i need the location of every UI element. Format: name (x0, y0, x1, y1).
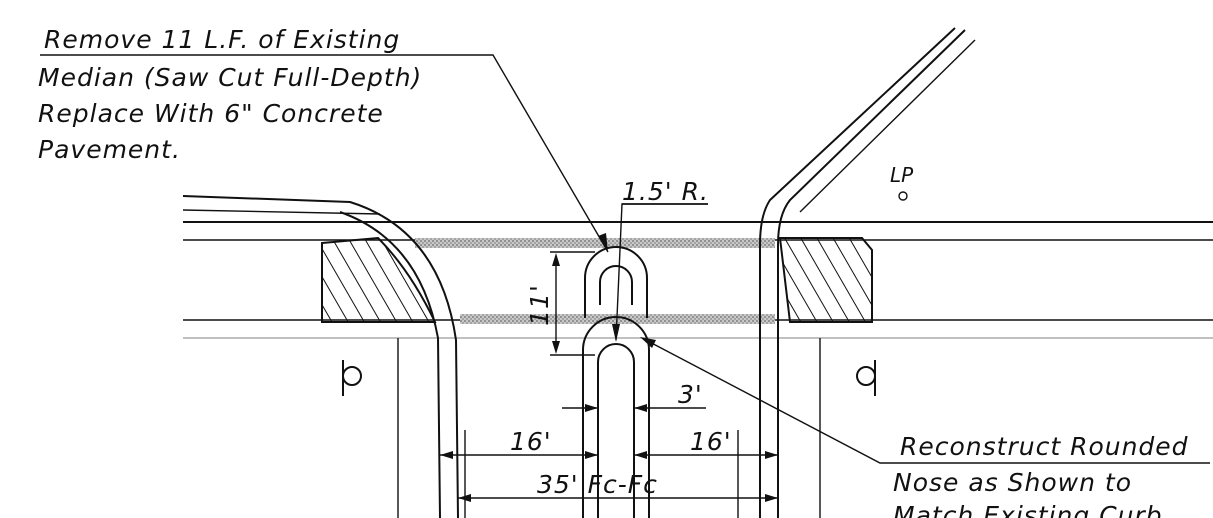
note-reconstruct-nose: Reconstruct Rounded Nose as Shown to Mat… (893, 432, 1189, 518)
median-nose-inner-upper (599, 265, 633, 305)
dimension-total-width-label: 35' Fc-Fc (537, 470, 658, 499)
note-reconstruct-line-1: Reconstruct Rounded (900, 432, 1189, 461)
light-pole-icon (898, 191, 908, 201)
note-remove-median: Remove 11 L.F. of Existing Median (Saw C… (38, 25, 422, 164)
light-pole-label: LP (890, 163, 914, 187)
existing-median-hatch (321, 236, 873, 323)
median-nose-outer-upper (584, 246, 648, 318)
leader-remove-median (40, 54, 609, 253)
leader-arrowhead-reconstruct (640, 337, 656, 348)
dimension-right-width-label: 16' (690, 427, 732, 456)
curb-return-right-outer (777, 29, 966, 518)
leader-arrowhead-remove (598, 233, 608, 252)
note-reconstruct-line-3: Match Existing Curb (893, 501, 1163, 518)
note-remove-line-4: Pavement. (38, 135, 181, 164)
median-nose-inner-lower (597, 343, 635, 518)
curb-return-left (182, 195, 466, 518)
curb-return-left-inner (339, 211, 441, 518)
note-remove-line-2: Median (Saw Cut Full-Depth) (38, 63, 422, 92)
leader-reconstruct-nose (641, 337, 1210, 464)
note-remove-line-1: Remove 11 L.F. of Existing (44, 25, 400, 54)
dimension-widths (440, 451, 778, 459)
dimension-total-width (458, 494, 778, 502)
saw-cut-bands (415, 238, 775, 324)
dimension-left-width-label: 16' (510, 427, 552, 456)
dimension-gap (562, 404, 706, 412)
saw-cut-band-upper (415, 238, 775, 248)
centerline-marker-right (856, 360, 876, 396)
note-reconstruct-line-2: Nose as Shown to (893, 468, 1132, 497)
note-remove-line-3: Replace With 6" Concrete (38, 99, 384, 128)
hatch-area-right (778, 237, 873, 323)
radius-label: 1.5' R. (622, 177, 709, 206)
dimension-length-label: 11' (525, 284, 554, 326)
leader-arrowhead-radius (612, 324, 620, 342)
road-edge-top-left (182, 209, 381, 215)
dimension-gap-label: 3' (678, 380, 703, 409)
curb-return-right-inner (759, 27, 956, 518)
median-nose-new (584, 246, 648, 318)
centerline-marker-left (342, 360, 362, 396)
curb-return-left-outer (182, 195, 459, 518)
dimension-length (550, 251, 595, 356)
curb-return-right-back (799, 39, 976, 213)
curb-return-right (737, 27, 976, 518)
